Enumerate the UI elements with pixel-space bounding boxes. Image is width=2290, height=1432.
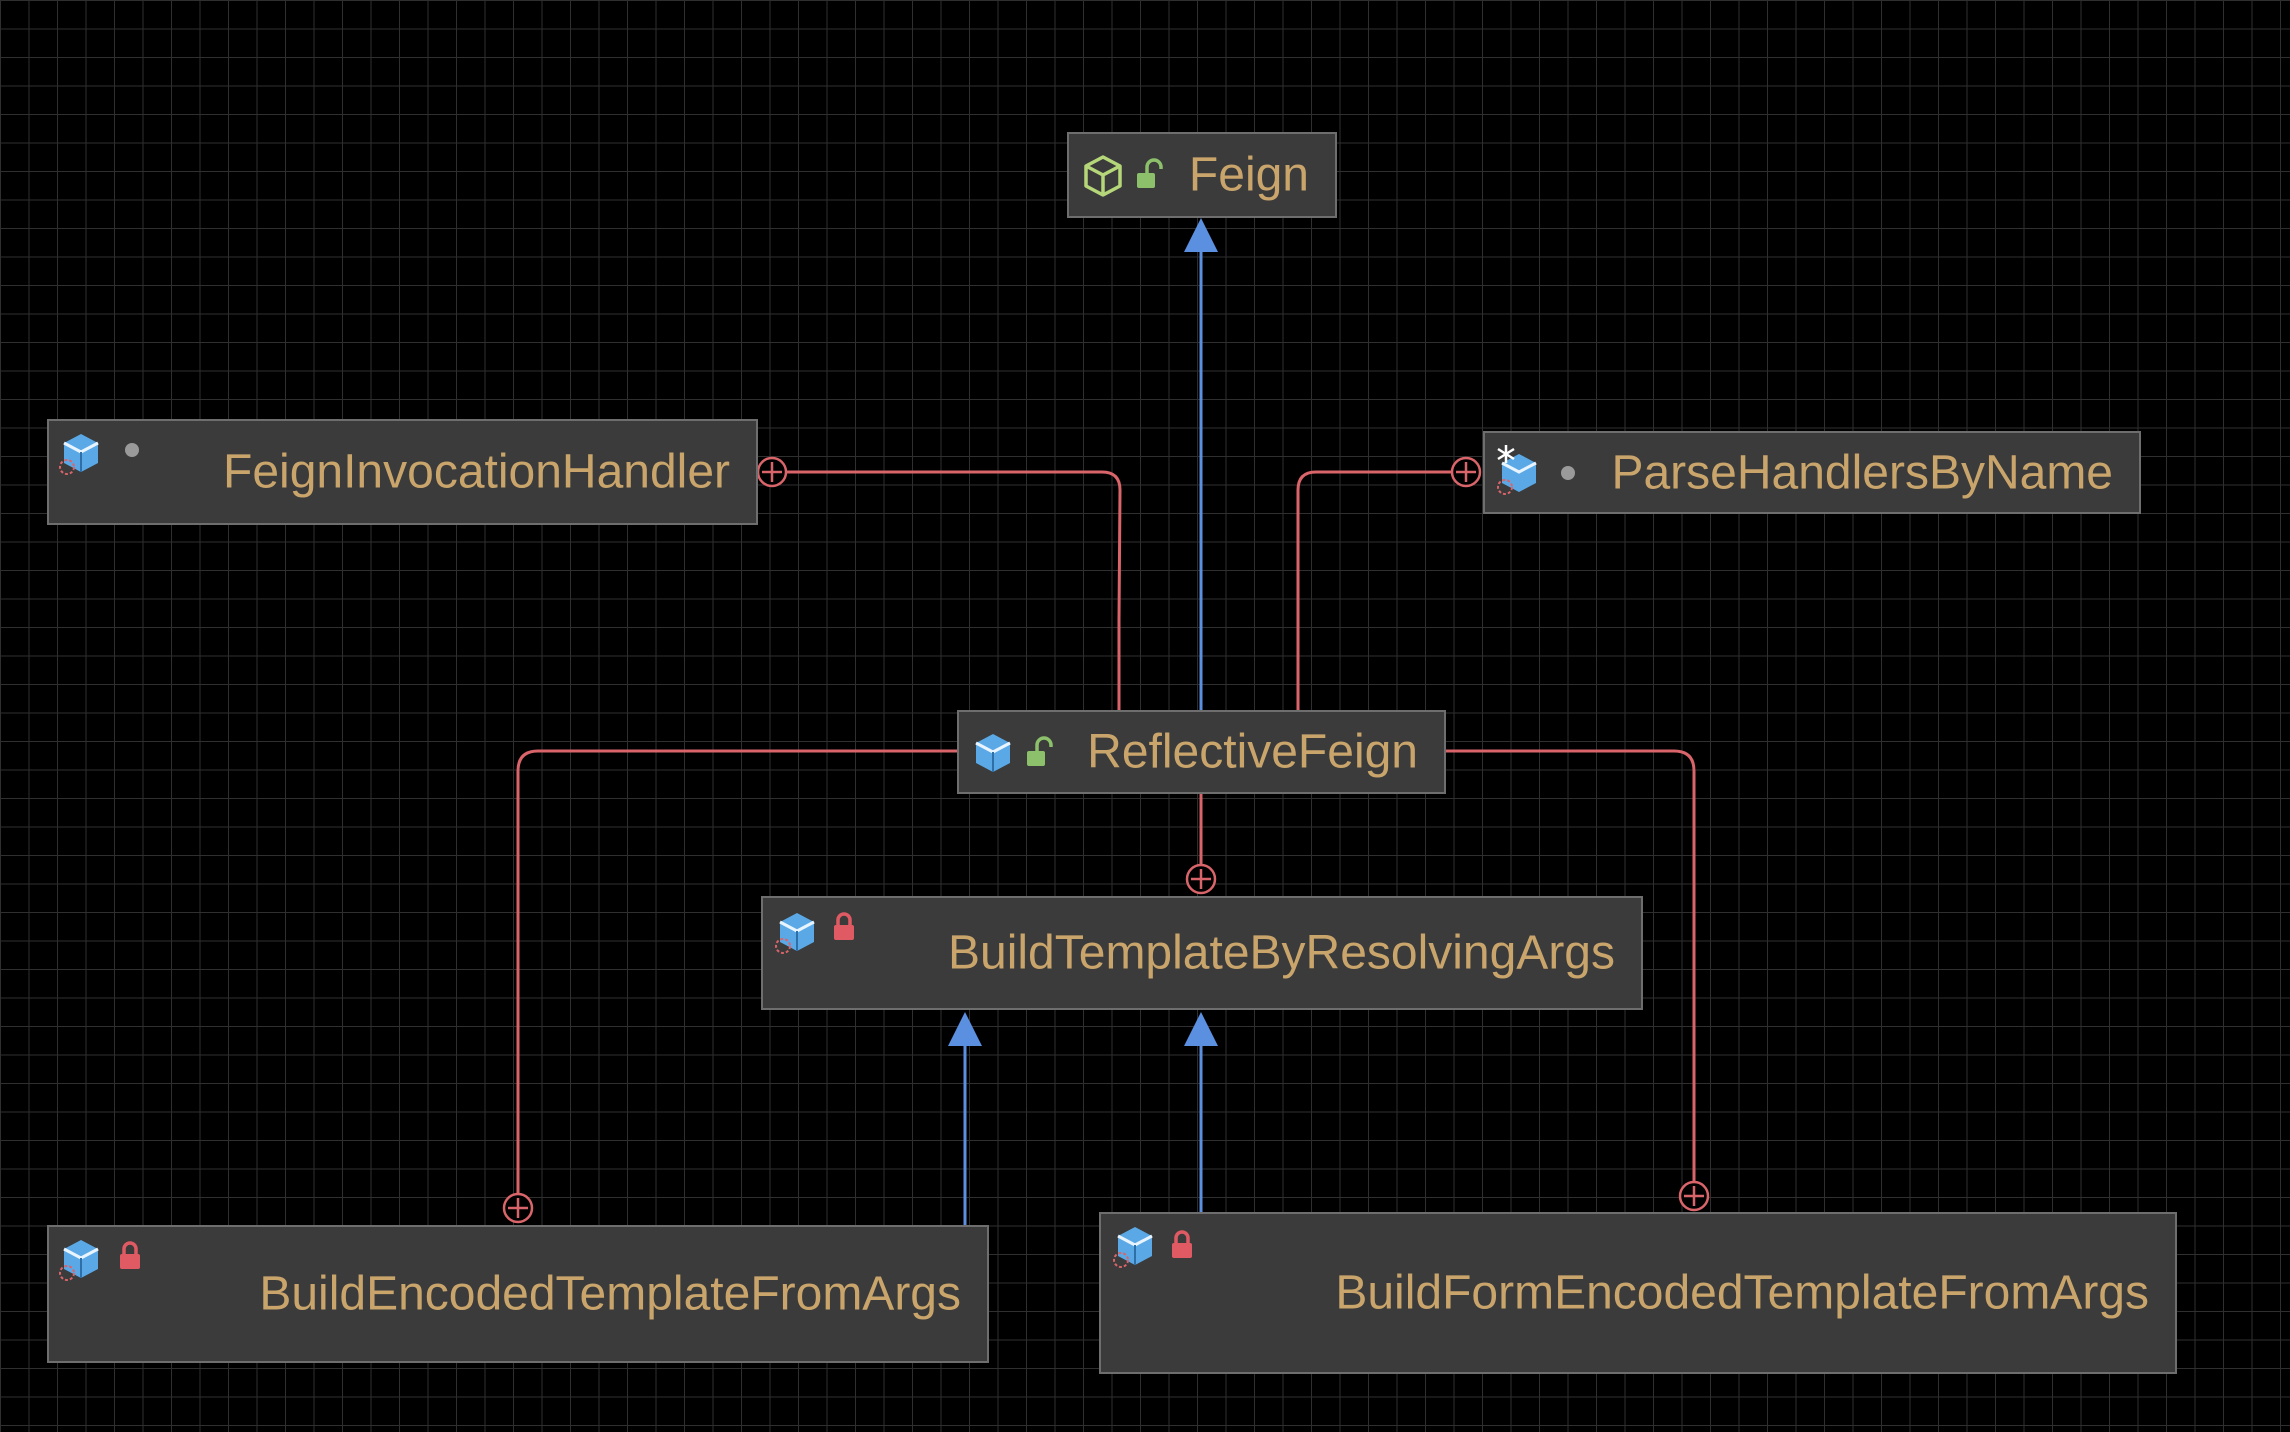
class-icon bbox=[975, 734, 1011, 772]
circle-plus-icon bbox=[1678, 1180, 1710, 1212]
lock-icon bbox=[120, 1241, 140, 1269]
node-label: Feign bbox=[1188, 148, 1309, 202]
edge-inner-buildformencoded bbox=[1446, 749, 1696, 1182]
unlock-icon bbox=[1137, 158, 1163, 188]
circle-plus-icon bbox=[502, 1192, 534, 1224]
circle-plus-icon bbox=[1450, 456, 1482, 488]
node-label: BuildEncodedTemplateFromArgs bbox=[259, 1267, 961, 1321]
abstract-class-icon bbox=[1084, 155, 1122, 197]
static-marker-icon bbox=[59, 1265, 75, 1281]
node-label: FeignInvocationHandler bbox=[223, 445, 730, 499]
node-build-encoded-template-from-args[interactable]: BuildEncodedTemplateFromArgs bbox=[47, 1225, 989, 1363]
node-reflective-feign[interactable]: ReflectiveFeign bbox=[957, 710, 1446, 794]
package-access-icon bbox=[125, 443, 139, 457]
edge-inner-feigninvocationhandler bbox=[786, 470, 1122, 710]
node-label: ReflectiveFeign bbox=[1087, 725, 1418, 779]
arrowhead-feign bbox=[1184, 218, 1218, 252]
arrowhead-buildtemplate-right bbox=[1184, 1012, 1218, 1046]
lock-icon bbox=[834, 912, 854, 940]
class-icon bbox=[779, 913, 815, 951]
edge-inner-buildencoded bbox=[516, 749, 957, 1194]
lock-icon bbox=[1172, 1230, 1192, 1258]
class-icon bbox=[63, 434, 99, 472]
node-feign[interactable]: Feign bbox=[1067, 132, 1337, 218]
node-label: BuildTemplateByResolvingArgs bbox=[948, 926, 1615, 980]
static-marker-icon bbox=[1497, 479, 1513, 495]
circle-plus-icon bbox=[1185, 863, 1217, 895]
node-label: BuildFormEncodedTemplateFromArgs bbox=[1335, 1266, 2149, 1320]
class-icon bbox=[1117, 1227, 1153, 1265]
static-marker-icon bbox=[59, 459, 75, 475]
node-build-form-encoded-template-from-args[interactable]: BuildFormEncodedTemplateFromArgs bbox=[1099, 1212, 2177, 1374]
final-class-icon bbox=[1501, 454, 1537, 492]
node-feign-invocation-handler[interactable]: FeignInvocationHandler bbox=[47, 419, 758, 525]
node-label: ParseHandlersByName bbox=[1611, 446, 2113, 499]
snowflake-icon bbox=[1497, 445, 1515, 463]
static-marker-icon bbox=[1113, 1252, 1129, 1268]
node-parse-handlers-by-name[interactable]: ParseHandlersByName bbox=[1483, 431, 2141, 514]
static-marker-icon bbox=[775, 938, 791, 954]
circle-plus-icon bbox=[756, 456, 788, 488]
node-build-template-by-resolving-args[interactable]: BuildTemplateByResolvingArgs bbox=[761, 896, 1643, 1010]
arrowhead-buildtemplate-left bbox=[948, 1012, 982, 1046]
class-icon bbox=[63, 1240, 99, 1278]
unlock-icon bbox=[1027, 736, 1053, 766]
package-access-icon bbox=[1561, 466, 1575, 480]
edge-inner-parsehandlersbyname bbox=[1296, 470, 1452, 710]
